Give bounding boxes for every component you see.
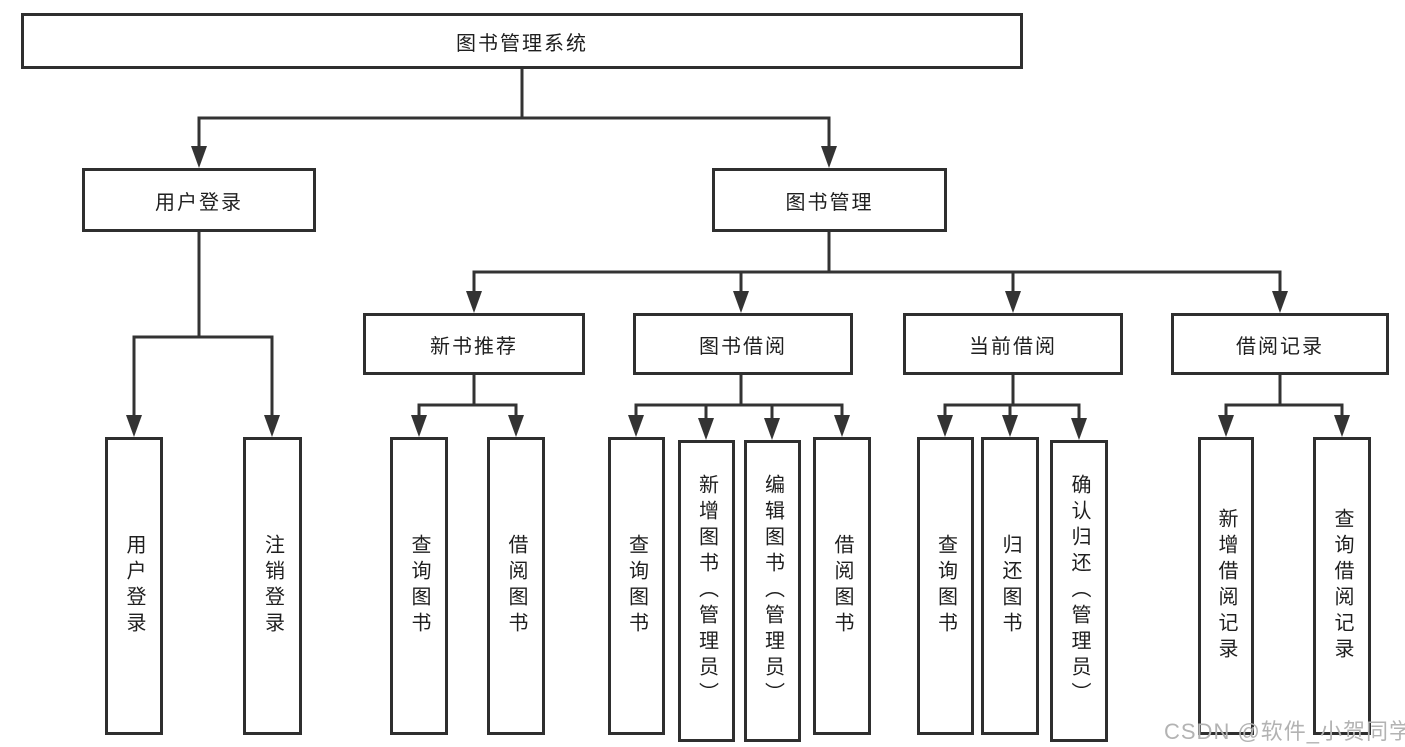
leaf-query-books-1: 查询图书 — [390, 437, 448, 735]
leaf-label: 查询图书 — [934, 534, 957, 638]
leaf-edit-books-admin: 编辑图书（管理员） — [744, 440, 801, 742]
leaf-confirm-return-admin: 确认归还（管理员） — [1050, 440, 1108, 742]
arrowhead-icons — [126, 146, 1350, 440]
leaf-label: 新增借阅记录 — [1215, 508, 1237, 664]
leaf-return-books: 归还图书 — [981, 437, 1039, 735]
node-new-book-recommendation: 新书推荐 — [363, 313, 585, 375]
node-library-management-system: 图书管理系统 — [21, 13, 1023, 69]
node-current-borrowing: 当前借阅 — [903, 313, 1123, 375]
leaf-label: 查询图书 — [408, 534, 430, 638]
leaf-label: 注销登录 — [261, 534, 284, 638]
leaf-label: 查询借阅记录 — [1331, 508, 1353, 664]
leaf-label: 确认归还（管理员） — [1068, 474, 1090, 708]
connector-paths — [132, 69, 1344, 419]
leaf-label: 用户登录 — [123, 534, 145, 638]
leaf-label: 归还图书 — [999, 534, 1021, 638]
leaf-label: 借阅图书 — [505, 534, 527, 638]
node-book-borrowing: 图书借阅 — [633, 313, 853, 375]
leaf-label: 新增图书（管理员） — [695, 474, 718, 708]
leaf-add-borrow-record: 新增借阅记录 — [1198, 437, 1254, 735]
leaf-add-books-admin: 新增图书（管理员） — [678, 440, 735, 742]
watermark: CSDN @软件_小贺同学 — [1164, 719, 1405, 744]
leaf-borrow-books-2: 借阅图书 — [813, 437, 871, 735]
leaf-borrow-books-1: 借阅图书 — [487, 437, 545, 735]
node-user-login: 用户登录 — [82, 168, 316, 232]
leaf-query-books-3: 查询图书 — [917, 437, 974, 735]
leaf-label: 查询图书 — [625, 534, 648, 638]
node-borrowing-records: 借阅记录 — [1171, 313, 1389, 375]
leaf-label: 借阅图书 — [831, 534, 853, 638]
leaf-query-borrow-record: 查询借阅记录 — [1313, 437, 1371, 735]
leaf-label: 编辑图书（管理员） — [761, 474, 784, 708]
leaf-user-login: 用户登录 — [105, 437, 163, 735]
leaf-query-books-2: 查询图书 — [608, 437, 665, 735]
leaf-logout: 注销登录 — [243, 437, 302, 735]
node-book-management: 图书管理 — [712, 168, 947, 232]
